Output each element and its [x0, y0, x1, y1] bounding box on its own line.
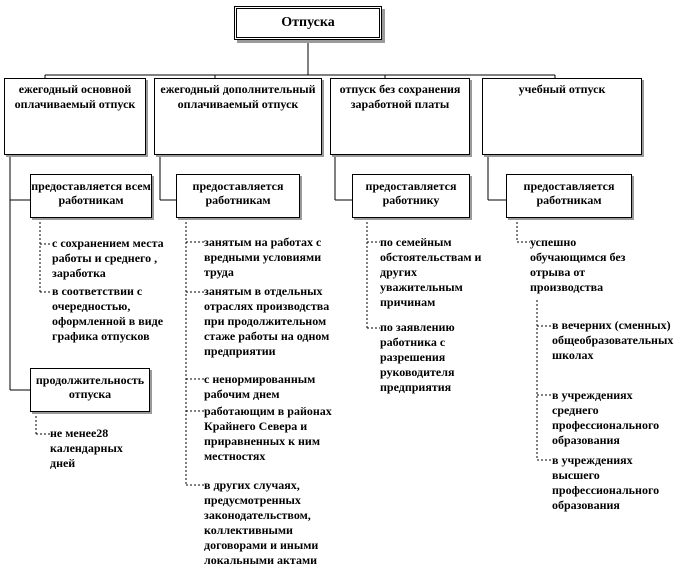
provided-label: предоставляется работнику — [365, 179, 457, 207]
list-item: в других случаях, предусмотренных законо… — [204, 478, 319, 567]
provided-box-additional: предоставляется работникам — [176, 174, 300, 218]
duration-box: продолжительность отпуска — [30, 368, 150, 412]
provided-box-main: предоставляется всем работникам — [30, 174, 152, 218]
provided-label: предоставляется работникам — [523, 179, 615, 207]
list-item: работающим в районах Крайнего Севера и п… — [204, 404, 332, 463]
list-item: в учреждениях высшего профессионального … — [552, 453, 660, 512]
diagram-title-box: Отпуска — [234, 6, 382, 40]
provided-box-study: предоставляется работникам — [506, 174, 632, 218]
provided-label: предоставляется работникам — [192, 179, 284, 207]
list-item: по семейным обстоятельствам и других ува… — [380, 235, 482, 309]
diagram-title: Отпуска — [281, 15, 335, 30]
list-item: по заявлению работника с разрешения руко… — [380, 320, 455, 394]
duration-value: не менее28 календарных дней — [50, 426, 123, 470]
category-annual-additional: ежегодный дополнительный оплачиваемый от… — [154, 78, 322, 155]
category-label: ежегодный основной оплачиваемый отпуск — [14, 82, 136, 111]
provided-box-unpaid: предоставляется работнику — [352, 174, 470, 218]
category-label: отпуск без сохранения заработной платы — [339, 82, 461, 111]
list-item: с ненормированным рабочим днем — [204, 372, 316, 401]
condition-item: в соответствии с очередностью, оформленн… — [52, 284, 164, 343]
list-item: в вечерних (сменных) общеобразовательных… — [552, 318, 674, 362]
list-item: занятым в отдельных отраслях производств… — [204, 284, 330, 358]
category-study: учебный отпуск — [482, 78, 642, 155]
category-label: учебный отпуск — [518, 82, 606, 96]
category-annual-main: ежегодный основной оплачиваемый отпуск — [4, 78, 146, 155]
category-unpaid: отпуск без сохранения заработной платы — [330, 78, 470, 155]
category-label: ежегодный дополнительный оплачиваемый от… — [160, 82, 316, 111]
duration-label: продолжительность отпуска — [35, 373, 145, 401]
list-item: в учреждениях среднего профессионального… — [552, 388, 660, 447]
lead-item: успешно обучающимся без отрыва от произв… — [530, 235, 626, 294]
condition-item: с сохранением места работы и среднего , … — [52, 236, 164, 280]
provided-label: предоставляется всем работникам — [31, 179, 151, 207]
list-item: занятым на работах с вредными условиями … — [204, 235, 322, 279]
